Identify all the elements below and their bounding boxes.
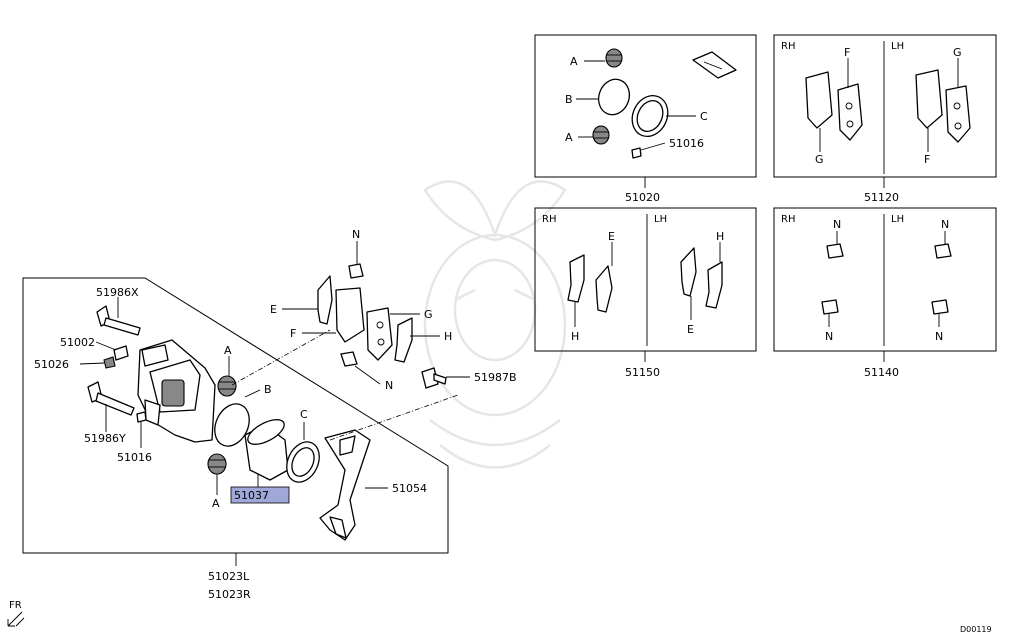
kit-51020-box	[534, 34, 757, 178]
kit-51020-label-a-upper: A	[570, 55, 578, 68]
label-51026: 51026	[34, 358, 69, 371]
clip-n-upper-part[interactable]	[348, 263, 364, 279]
bracket-51054-part[interactable]	[319, 429, 371, 541]
label-51987b: 51987B	[474, 371, 517, 384]
kit-pad-f-rh[interactable]	[837, 83, 863, 141]
kit-51150-label-h-bottom: H	[571, 330, 579, 343]
kit-51150-label-e-top: E	[608, 230, 615, 243]
kit-seal-c[interactable]	[626, 90, 675, 142]
small-part-51016[interactable]	[136, 411, 147, 423]
label-n-lower: N	[385, 379, 393, 392]
pad-f-part[interactable]	[335, 287, 365, 343]
kit-51140-label-n-lh-upper: N	[941, 218, 949, 231]
label-h: H	[444, 330, 452, 343]
bolt-51986x-part[interactable]	[96, 305, 141, 336]
caliper-body-part[interactable]	[137, 339, 216, 443]
kit-51150-box	[534, 207, 757, 352]
kit-grease-packet[interactable]	[692, 51, 737, 79]
kit-boot-a-upper[interactable]	[605, 48, 623, 68]
bleeder-cap-51026-part[interactable]	[103, 356, 116, 369]
kit-51150-number: 51150	[625, 366, 660, 379]
label-n-upper: N	[352, 228, 360, 241]
kit-clip-n-rh-lower[interactable]	[821, 299, 839, 315]
label-51016: 51016	[117, 451, 152, 464]
bleeder-screw-51002-part[interactable]	[113, 345, 129, 361]
kit-51020-number: 51020	[625, 191, 660, 204]
label-51054: 51054	[392, 482, 427, 495]
label-51986x: 51986X	[96, 286, 139, 299]
kit-51140-label-n-rh-upper: N	[833, 218, 841, 231]
label-g: G	[424, 308, 433, 321]
kit-51020-label-b: B	[565, 93, 573, 106]
kit-51020-label-a-lower: A	[565, 131, 573, 144]
label-a-lower: A	[212, 497, 220, 510]
bolt-51986y-part[interactable]	[87, 381, 135, 416]
kit-51120-lh: LH	[891, 41, 904, 52]
label-e: E	[270, 303, 277, 316]
label-f: F	[290, 327, 296, 340]
kit-51150-label-e-bottom: E	[687, 323, 694, 336]
kit-51140-number: 51140	[864, 366, 899, 379]
kit-51150-rh: RH	[542, 214, 556, 225]
assembly-frame	[22, 277, 449, 554]
diagram-code: D00119	[960, 625, 992, 634]
seal-c-part[interactable]	[281, 437, 326, 488]
kit-shim-h-rh[interactable]	[567, 254, 585, 303]
kit-pad-f-lh[interactable]	[915, 69, 943, 129]
kit-shim-e-lh[interactable]	[680, 247, 697, 297]
piston-highlight	[230, 486, 290, 504]
kit-pad-g-rh[interactable]	[805, 71, 833, 129]
kit-51120-label-f-top: F	[844, 46, 850, 59]
label-51037[interactable]: 51037	[234, 489, 269, 502]
kit-pad-g-lh[interactable]	[945, 85, 971, 143]
label-b: B	[264, 383, 272, 396]
front-direction-label: FR	[9, 600, 22, 611]
assembly-number-right: 51023R	[208, 588, 251, 601]
boot-a-upper-part[interactable]	[217, 375, 237, 397]
kit-51140-rh: RH	[781, 214, 795, 225]
kit-boot-a-lower[interactable]	[592, 125, 610, 145]
kit-51150-label-h-top: H	[716, 230, 724, 243]
label-51986y: 51986Y	[84, 432, 126, 445]
kit-clip-n-lh-lower[interactable]	[931, 299, 949, 315]
kit-51120-label-g-bottom: G	[815, 153, 824, 166]
bolt-51987b-part[interactable]	[421, 367, 447, 389]
kit-51020-label-c: C	[700, 110, 708, 123]
kit-clip-n-lh-upper[interactable]	[934, 243, 952, 259]
kit-51120-label-g-top: G	[953, 46, 962, 59]
boot-a-lower-part[interactable]	[207, 453, 227, 475]
assembly-number-left: 51023L	[208, 570, 250, 583]
piston-51037-part[interactable]	[244, 415, 289, 481]
shim-h-part[interactable]	[394, 317, 413, 363]
clip-n-lower-part[interactable]	[340, 351, 358, 367]
kit-51120-rh: RH	[781, 41, 795, 52]
kit-51140-box	[773, 207, 997, 352]
kit-part-51016[interactable]	[631, 147, 642, 159]
kit-51120-label-f-bottom: F	[924, 153, 930, 166]
label-51002: 51002	[60, 336, 95, 349]
kit-51020-label-51016: 51016	[669, 137, 704, 150]
label-a-upper: A	[224, 344, 232, 357]
kit-clip-n-rh-upper[interactable]	[826, 243, 844, 259]
shim-e-part[interactable]	[317, 275, 333, 325]
kit-51120-box	[773, 34, 997, 178]
kit-shim-h-lh[interactable]	[705, 261, 723, 309]
kit-51140-lh: LH	[891, 214, 904, 225]
kit-seal-b[interactable]	[594, 75, 635, 119]
kit-51140-label-n-lh-lower: N	[935, 330, 943, 343]
kit-51150-lh: LH	[654, 214, 667, 225]
kit-51120-number: 51120	[864, 191, 899, 204]
seal-b-part[interactable]	[208, 398, 256, 451]
pad-g-part[interactable]	[366, 307, 393, 361]
watermark-emblem	[423, 180, 567, 469]
label-c: C	[300, 408, 308, 421]
kit-51140-label-n-rh-lower: N	[825, 330, 833, 343]
front-arrow-icon	[7, 611, 25, 627]
kit-shim-e-rh[interactable]	[595, 265, 613, 313]
